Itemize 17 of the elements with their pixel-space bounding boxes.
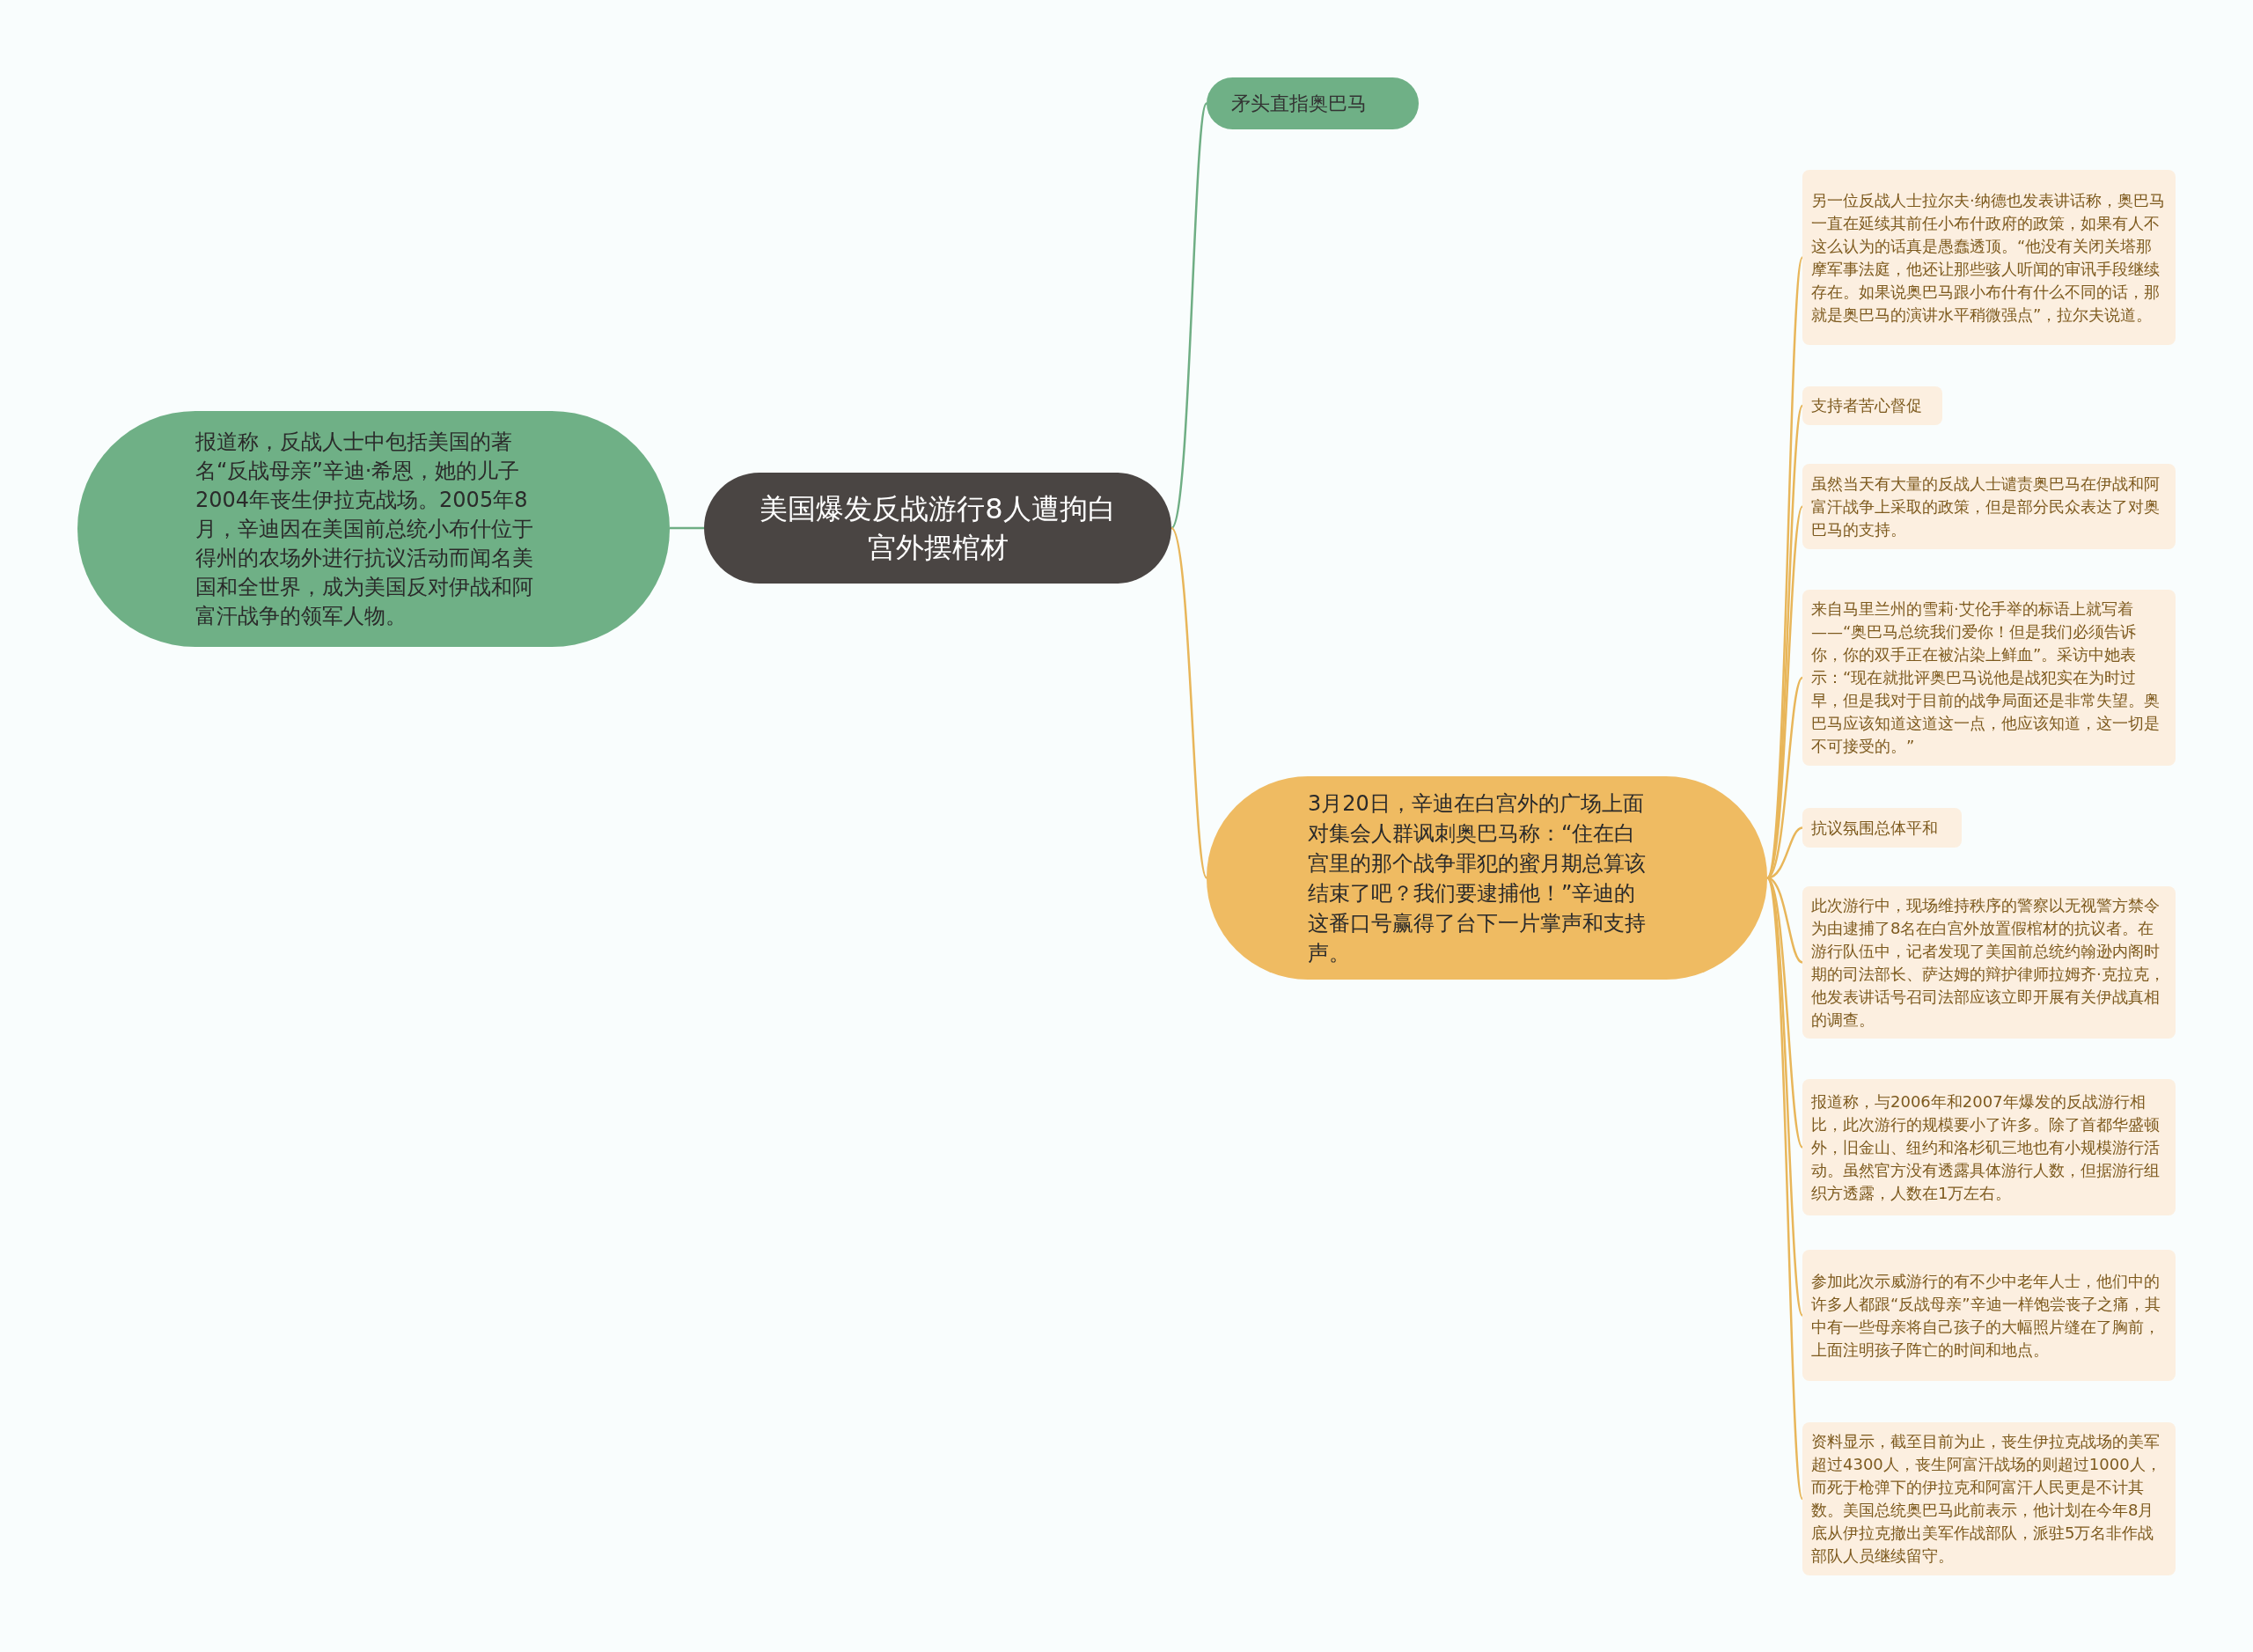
note-box: 报道称，与2006年和2007年爆发的反战游行相比，此次游行的规模要小了许多。除了首都华盛顿外，旧金山、纽约和洛杉矶三地也有小规模游行活动。虽然官方没有透露具体游行人数，但据游行组织方透露，人数在1万左右。	[1802, 1079, 2176, 1215]
topic-box: 3月20日，辛迪在白宫外的广场上面对集会人群讽刺奥巴马称：“住在白宫里的那个战争罪犯的蜜月期总算该结束了吧？我们要逮捕他！”辛迪的这番口号赢得了台下一片掌声和支持声。	[1207, 776, 1767, 980]
connector	[1170, 103, 1208, 529]
connector	[1170, 527, 1208, 878]
note-box: 参加此次示威游行的有不少中老年人士，他们中的许多人都跟“反战母亲”辛迪一样饱尝丧子之痛，其中有一些母亲将自己孩子的大幅照片缝在了胸前，上面注明孩子阵亡的时间和地点。	[1802, 1250, 2176, 1381]
note-box: 支持者苦心督促	[1802, 386, 1942, 425]
note-box: 另一位反战人士拉尔夫·纳德也发表讲话称，奥巴马一直在延续其前任小布什政府的政策，如果有人不这么认为的话真是愚蠢透顶。“他没有关闭关塔那摩军事法庭，他还让那些骇人听闻的审讯手段继续存在。如果说奥巴马跟小布什有什么不同的话，那就是奥巴马的演讲水平稍微强点”，拉尔夫说道。	[1802, 170, 2176, 345]
note-box: 来自马里兰州的雪莉·艾伦手举的标语上就写着——“奥巴马总统我们爱你！但是我们必须告诉你，你的双手正在被沾染上鲜血”。采访中她表示：“现在就批评奥巴马说他是战犯实在为时过早，但是我对于目前的战争局面还是非常失望。奥巴马应该知道这道这一点，他应该知道，这一切是不可接受的。”	[1802, 590, 2176, 766]
connector	[1765, 877, 1804, 1500]
note-box: 虽然当天有大量的反战人士谴责奥巴马在伊战和阿富汗战争上采取的政策，但是部分民众表达了对奥巴马的支持。	[1802, 464, 2176, 549]
topic-box: 矛头直指奥巴马	[1207, 77, 1419, 129]
topic-box: 报道称，反战人士中包括美国的著名“反战母亲”辛迪·希恩，她的儿子2004年丧生伊拉克战场。2005年8月，辛迪因在美国前总统小布什位于得州的农场外进行抗议活动而闻名美国和全世界，成为美国反对伊战和阿富汗战争的领军人物。	[77, 411, 670, 647]
note-box: 资料显示，截至目前为止，丧生伊拉克战场的美军超过4300人，丧生阿富汗战场的则超过1000人，而死于枪弹下的伊拉克和阿富汗人民更是不计其数。美国总统奥巴马此前表示，他计划在今年8月底从伊拉克撤出美军作战部队，派驻5万名非作战部队人员继续留守。	[1802, 1422, 2176, 1575]
note-box: 抗议氛围总体平和	[1802, 808, 1962, 848]
note-box: 此次游行中，现场维持秩序的警察以无视警方禁令为由逮捕了8名在白宫外放置假棺材的抗议者。在游行队伍中，记者发现了美国前总统约翰逊内阁时期的司法部长、萨达姆的辩护律师拉姆齐·克拉克，他发表讲话号召司法部应该立即开展有关伊战真相的调查。	[1802, 886, 2176, 1039]
connector	[670, 526, 704, 530]
central-topic-box: 美国爆发反战游行8人遭拘白宫外摆棺材	[704, 473, 1171, 584]
